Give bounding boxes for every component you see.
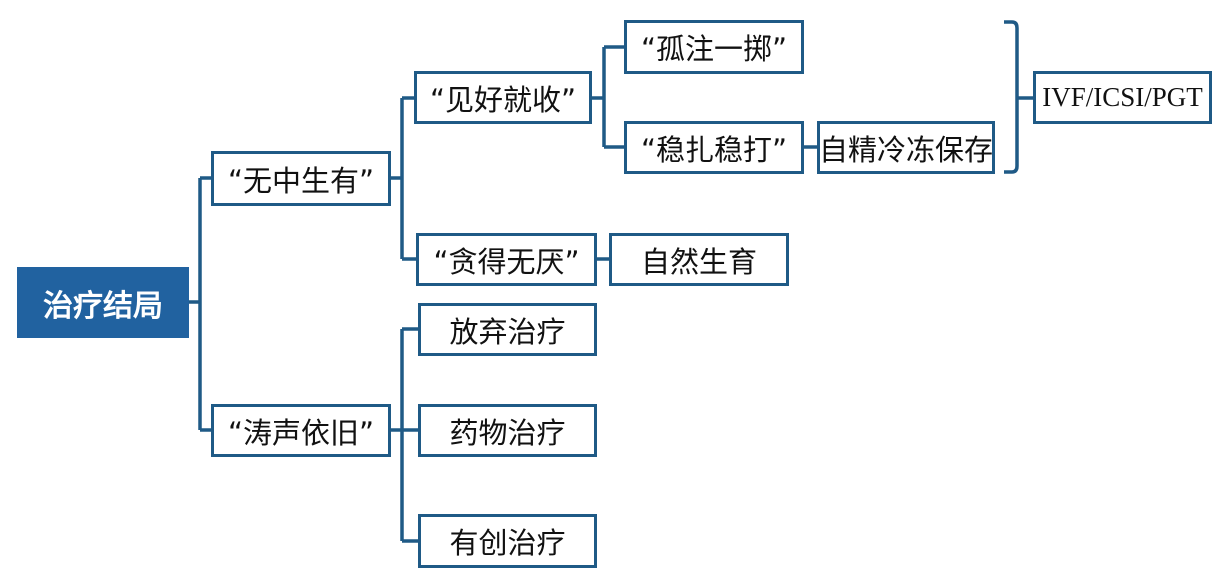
node-zijinglengdong: 自精冷冻保存 — [817, 121, 995, 174]
node-wuzhongshengyou: “无中生有” — [211, 151, 391, 206]
root-node-treatment-outcome: 治疗结局 — [17, 267, 189, 338]
node-wuzhongshengyou-label: “无中生有” — [227, 163, 375, 198]
node-guzhuyizhi: “孤注一掷” — [624, 20, 804, 74]
connector-jianhaojiushou-children — [592, 45, 624, 149]
node-tandewuyan: “贪得无厌” — [416, 233, 597, 286]
node-jianhaojiushou: “见好就收” — [414, 71, 592, 124]
node-taoshengyijiu-label: “涛声依旧” — [227, 415, 375, 450]
node-youchuangzhiliao: 有创治疗 — [418, 514, 597, 568]
node-taoshengyijiu: “涛声依旧” — [211, 404, 391, 457]
node-ziranshengyu-label: 自然生育 — [640, 244, 757, 279]
node-yaowuzhiliao-label: 药物治疗 — [449, 415, 566, 450]
root-node-label: 治疗结局 — [43, 288, 163, 324]
connector-taoshengyijiu-children — [391, 327, 418, 543]
brace-to-ivf — [1004, 20, 1033, 174]
node-yaowuzhiliao: 药物治疗 — [418, 404, 597, 457]
node-wenzhawenda-label: “稳扎稳打” — [640, 132, 788, 167]
node-fangqizhiliao: 放弃治疗 — [418, 303, 597, 356]
node-guzhuyizhi-label: “孤注一掷” — [640, 32, 788, 66]
node-jianhaojiushou-label: “见好就收” — [429, 82, 577, 117]
node-fangqizhiliao-label: 放弃治疗 — [449, 314, 566, 349]
node-zijinglengdong-label: 自精冷冻保存 — [819, 132, 994, 167]
node-ivf-label: IVF/ICSI/PGT — [1042, 82, 1203, 112]
node-youchuangzhiliao-label: 有创治疗 — [449, 526, 566, 560]
node-tandewuyan-label: “贪得无厌” — [433, 244, 580, 279]
connector-wuzhongshengyou-children — [391, 96, 416, 261]
node-ivf-icsi-pgt: IVF/ICSI/PGT — [1033, 71, 1212, 124]
node-ziranshengyu: 自然生育 — [609, 233, 789, 286]
node-wenzhawenda: “稳扎稳打” — [624, 121, 804, 174]
connector-root-branches — [189, 176, 211, 432]
